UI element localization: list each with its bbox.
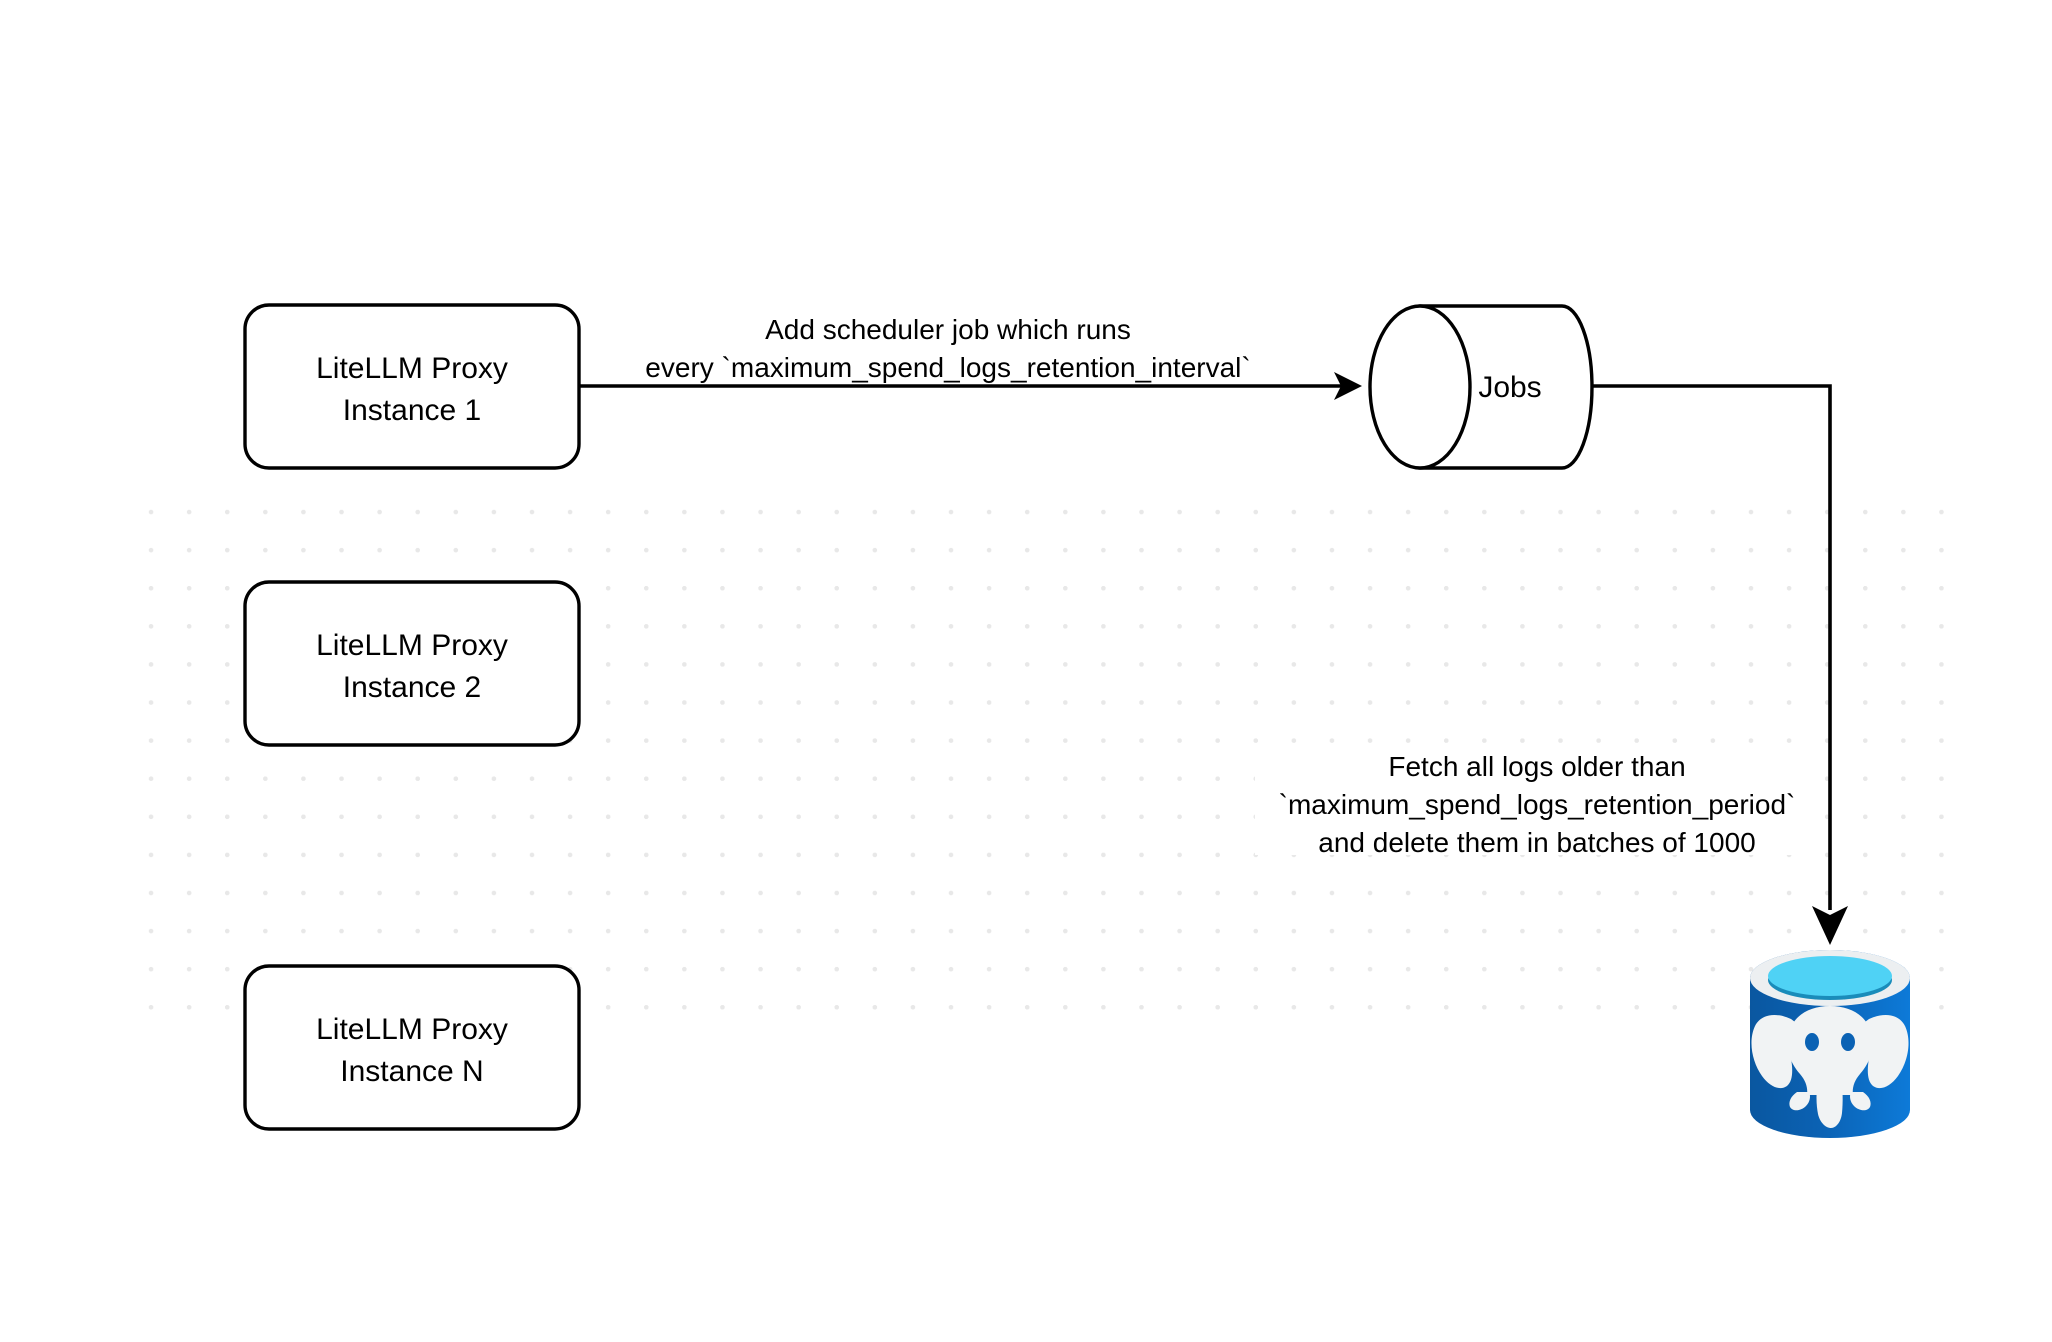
instance-n-box[interactable]: [243, 964, 581, 1131]
node-instance-1[interactable]: LiteLLM Proxy Instance 1: [243, 303, 581, 470]
instance-1-box[interactable]: [243, 303, 581, 470]
edge-cleanup-label-line1: Fetch all logs older than: [1388, 751, 1685, 782]
edge-cleanup-label-line3: and delete them in batches of 1000: [1318, 827, 1755, 858]
edge-cleanup: Fetch all logs older than `maximum_spend…: [1255, 384, 1848, 945]
edge-scheduler-label-line1: Add scheduler job which runs: [765, 314, 1131, 345]
node-jobs[interactable]: Jobs: [1368, 304, 1594, 470]
instance-n-label-line2: Instance N: [340, 1055, 483, 1088]
instance-n-label-line1: LiteLLM Proxy: [316, 1013, 508, 1046]
instance-2-box[interactable]: [243, 580, 581, 747]
instance-2-label-line2: Instance 2: [343, 671, 481, 704]
jobs-label: Jobs: [1478, 371, 1541, 404]
postgres-elephant-eyes: [1805, 1033, 1855, 1051]
node-instance-n[interactable]: LiteLLM Proxy Instance N: [243, 964, 581, 1131]
postgresql-elephant-icon: [1751, 1006, 1909, 1128]
edge-scheduler-label-line2: every `maximum_spend_logs_retention_inte…: [645, 352, 1250, 383]
node-postgres[interactable]: [1750, 950, 1910, 1138]
edge-cleanup-arrowhead: [1812, 906, 1848, 945]
instance-2-label-line1: LiteLLM Proxy: [316, 629, 508, 662]
node-instance-2[interactable]: LiteLLM Proxy Instance 2: [243, 580, 581, 747]
edge-cleanup-line: [1592, 384, 1832, 910]
edge-cleanup-label-line2: `maximum_spend_logs_retention_period`: [1279, 789, 1796, 820]
edge-cleanup-label-backdrop: [1255, 745, 1815, 855]
jobs-cylinder-cap: [1368, 304, 1472, 470]
postgres-cylinder-top: [1768, 956, 1892, 996]
instance-1-label-line2: Instance 1: [343, 394, 481, 427]
edge-scheduler-arrowhead: [1334, 372, 1362, 400]
edge-scheduler: Add scheduler job which runs every `maxi…: [578, 310, 1362, 400]
instance-1-label-line1: LiteLLM Proxy: [316, 352, 508, 385]
edge-scheduler-label-backdrop: [618, 310, 1278, 382]
